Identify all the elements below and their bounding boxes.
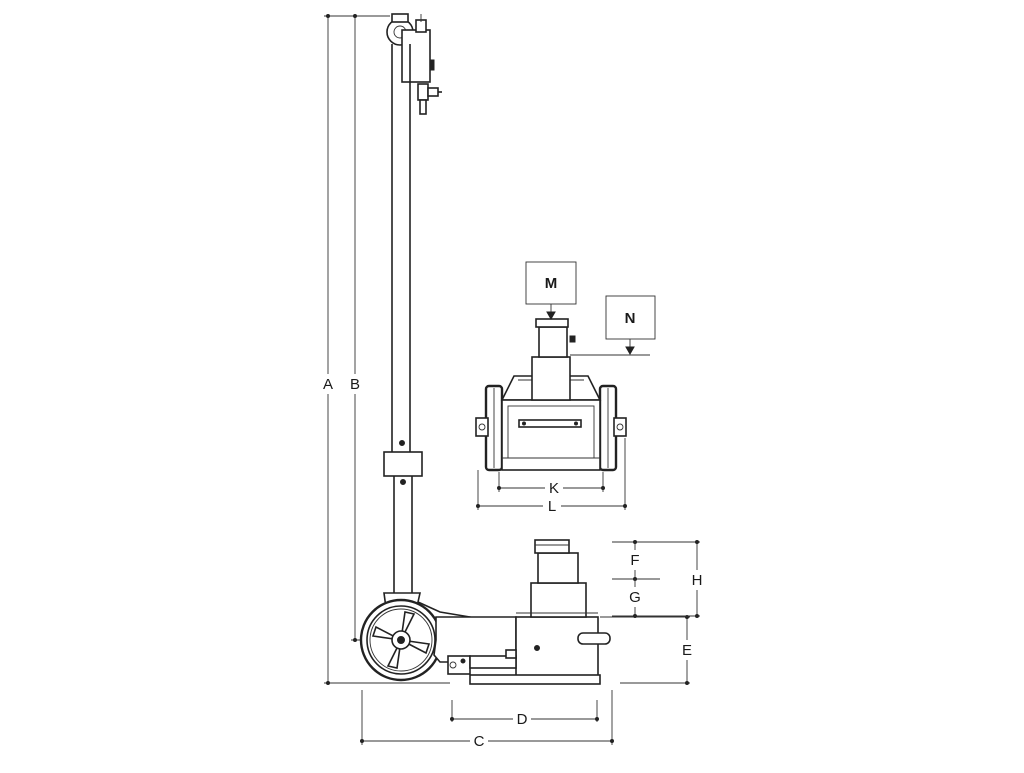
dimension-g: G <box>612 579 700 618</box>
dimension-label-a: A <box>323 376 333 393</box>
dimension-label-c: C <box>474 733 485 750</box>
dimension-label-e: E <box>682 642 692 659</box>
callout-label-m: M <box>545 275 558 292</box>
dimension-label-d: D <box>517 711 528 728</box>
dimension-a: A <box>318 14 450 685</box>
wheel <box>359 598 443 682</box>
front-view <box>475 318 650 472</box>
dimension-label-f: F <box>630 552 639 569</box>
handle-assembly <box>383 13 471 641</box>
chassis <box>433 539 611 685</box>
dimension-b: B <box>345 14 380 642</box>
dimension-e: E <box>600 615 696 685</box>
dimension-label-l: L <box>548 498 556 515</box>
dimension-f: F <box>612 540 700 581</box>
dimension-label-b: B <box>350 376 360 393</box>
dimension-h: H <box>688 540 706 618</box>
dimension-label-g: G <box>629 589 641 606</box>
dimension-k: K <box>497 472 605 498</box>
callout-n: N <box>605 295 656 356</box>
dimension-label-h: H <box>692 572 703 589</box>
dimension-l: L <box>476 438 627 516</box>
callout-m: M <box>525 261 577 321</box>
callout-label-n: N <box>625 310 636 327</box>
dimension-label-k: K <box>549 480 559 497</box>
dimension-c: C <box>360 690 614 751</box>
dimension-d: D <box>450 700 599 729</box>
